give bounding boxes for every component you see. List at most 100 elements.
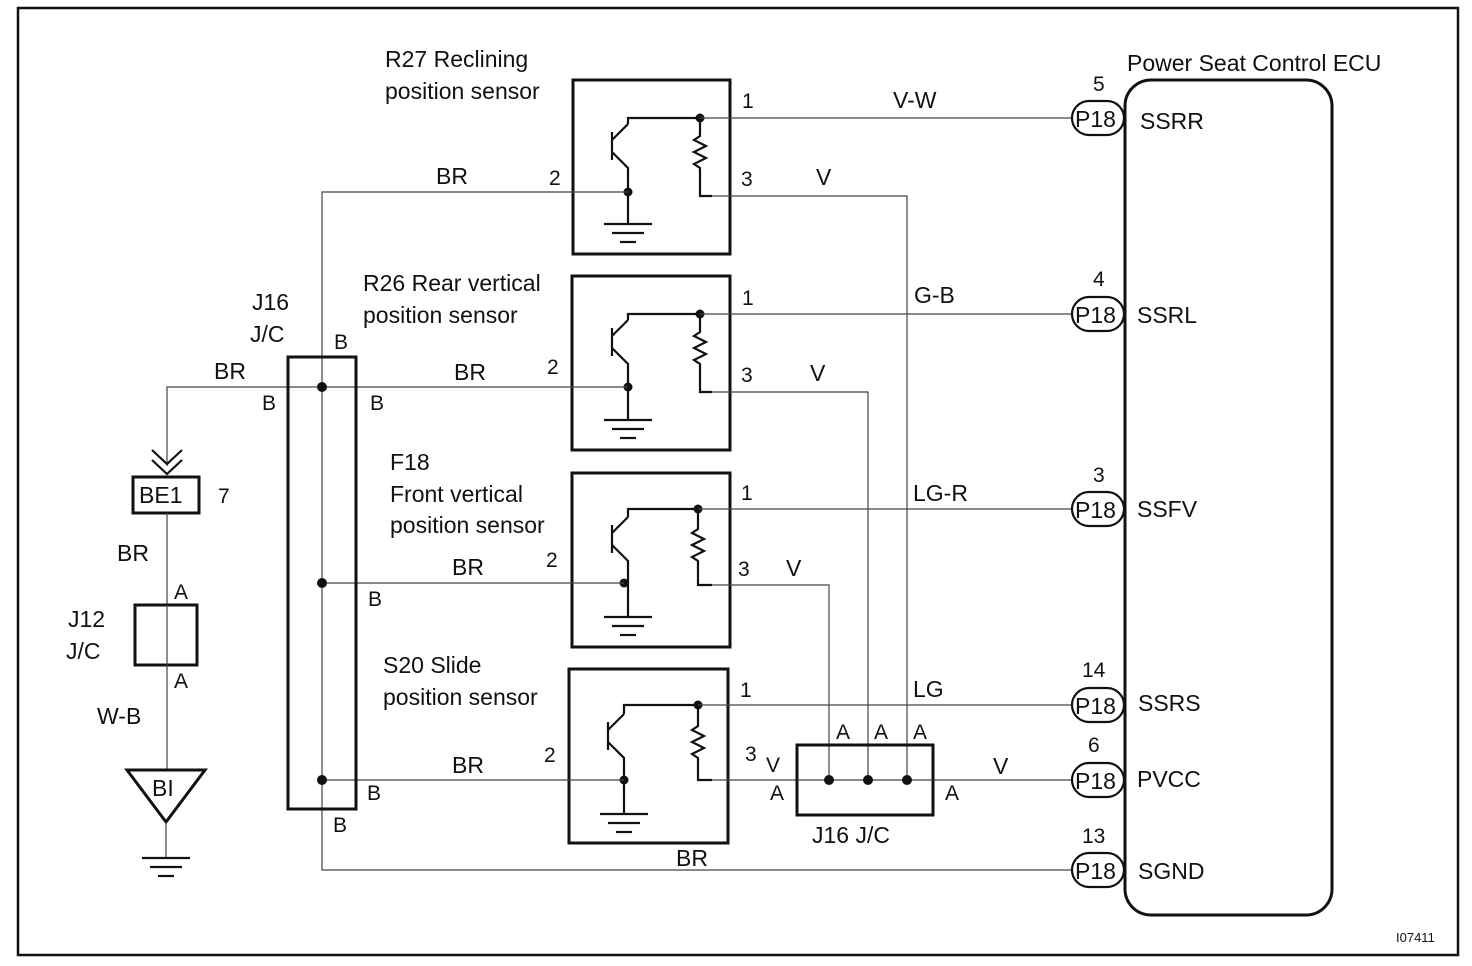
chassis-ground-icon	[142, 856, 190, 878]
be1-pin: 7	[218, 485, 230, 508]
ecu-pin-pvcc: 6	[1088, 734, 1100, 757]
jc-vcc-node-2	[863, 775, 873, 785]
wire-label-ssrl: G-B	[914, 282, 955, 308]
r26-pin1: 1	[742, 287, 754, 310]
jc-j12-name: J12	[68, 606, 105, 632]
sensor-f18-code: F18	[390, 449, 430, 475]
jc-j12-pin-bottom: A	[174, 670, 188, 693]
jc-j12-pin-top: A	[174, 581, 188, 604]
wire-label-ssrs: LG	[913, 676, 944, 702]
p18-label-5: P18	[1075, 768, 1116, 794]
ecu-terminal-ssrs: SSRS	[1138, 690, 1201, 716]
r27-vcc-wire: V	[816, 164, 832, 190]
diagram-frame	[16, 6, 1460, 957]
sensor-r27-name: R27 Reclining	[385, 46, 528, 72]
ecu-terminal-pvcc: PVCC	[1137, 766, 1201, 792]
sensor-s20-name: S20 Slide	[383, 652, 481, 678]
sensor-f18-circuit	[604, 507, 712, 637]
r27-gnd-wire: BR	[436, 163, 468, 189]
sensor-box-r26	[570, 274, 732, 452]
jc-j16-pin-top: B	[334, 331, 348, 354]
f18-gnd-wire: BR	[452, 554, 484, 580]
jc-vcc-pin-left: A	[770, 782, 784, 805]
ecu-title: Power Seat Control ECU	[1127, 50, 1381, 76]
sensor-r26-circuit	[604, 312, 712, 440]
p18-label-1: P18	[1075, 106, 1116, 132]
sensor-f18-name: Front vertical	[390, 481, 523, 507]
r26-pin2: 2	[547, 356, 559, 379]
sensor-r27-desc: position sensor	[385, 78, 540, 104]
figure-id: I07411	[1396, 930, 1435, 945]
be1-label: BE1	[139, 482, 182, 508]
ecu-box	[1123, 78, 1334, 917]
ecu-terminal-ssrl: SSRL	[1137, 302, 1197, 328]
signal-wires	[698, 117, 1072, 706]
jc-j12-box	[133, 603, 199, 667]
r27-pin2: 2	[549, 167, 561, 190]
jc-vcc-node-3	[902, 775, 912, 785]
vcc-wires	[712, 195, 1072, 781]
jc-j16-in-wire: BR	[214, 358, 246, 384]
s20-pin2: 2	[544, 744, 556, 767]
wire-label-pvcc: V	[993, 753, 1009, 779]
sensor-r26-name: R26 Rear vertical	[363, 270, 541, 296]
jc-j16-pin-r2: B	[368, 588, 382, 611]
s20-gnd-wire: BR	[452, 752, 484, 778]
jc-j16-pin-r1: B	[370, 392, 384, 415]
jc-vcc-pin-right: A	[945, 782, 959, 805]
ecu-terminal-ssfv: SSFV	[1137, 496, 1198, 522]
be1-connector-box	[131, 475, 201, 515]
p18-label-2: P18	[1075, 302, 1116, 328]
s20-pin3: 3	[745, 743, 757, 766]
ecu-pin-ssfv: 3	[1093, 464, 1105, 487]
jc-j16-pin-bottom: B	[333, 814, 347, 837]
jc-vcc-node-1	[824, 775, 834, 785]
f18-pin3: 3	[738, 558, 750, 581]
p18-label-4: P18	[1075, 693, 1116, 719]
sensor-s20-desc: position sensor	[383, 684, 538, 710]
ecu-pin-sgnd: 13	[1082, 825, 1105, 848]
r26-vcc-wire: V	[810, 360, 826, 386]
sensor-r27-circuit	[604, 116, 712, 244]
r27-pin1: 1	[742, 90, 754, 113]
jc-j16-node-3	[317, 775, 327, 785]
f18-vcc-wire: V	[786, 555, 802, 581]
wire-label-ssrr: V-W	[893, 87, 937, 113]
wire-label-sgnd: BR	[676, 845, 708, 871]
jc-j16-name: J16	[252, 289, 289, 315]
sensor-box-r27	[571, 78, 732, 256]
r27-pin3: 3	[741, 168, 753, 191]
jc-j12-type: J/C	[66, 638, 101, 664]
ecu-terminal-sgnd: SGND	[1138, 858, 1204, 884]
sensor-box-f18	[570, 471, 732, 649]
sensor-f18-desc: position sensor	[390, 512, 545, 538]
jc-j16-node-1	[317, 382, 327, 392]
jc-j16-node-2	[317, 578, 327, 588]
p18-label-6: P18	[1075, 858, 1116, 884]
f18-pin2: 2	[546, 549, 558, 572]
sensor-r26-desc: position sensor	[363, 302, 518, 328]
be1-arrow-icon	[151, 449, 183, 476]
ecu-pin-ssrr: 5	[1093, 73, 1105, 96]
sensor-s20-circuit	[600, 703, 712, 834]
p18-label-3: P18	[1075, 497, 1116, 523]
ground-wires	[166, 191, 1072, 871]
jc-vcc-in-wire: V	[766, 754, 780, 777]
s20-pin1: 1	[740, 679, 752, 702]
r26-gnd-wire: BR	[454, 359, 486, 385]
ecu-pin-ssrl: 4	[1093, 268, 1105, 291]
jc-j12-out-wire: W-B	[97, 703, 141, 729]
jc-vcc-pin-a2: A	[874, 721, 888, 744]
ecu-terminal-ssrr: SSRR	[1140, 108, 1204, 134]
ground-point-bi-label: BI	[152, 775, 174, 801]
be1-wire: BR	[117, 540, 149, 566]
jc-vcc-label: J16 J/C	[812, 822, 890, 848]
ecu-pin-ssrs: 14	[1082, 659, 1106, 682]
sensor-box-s20	[567, 667, 730, 845]
jc-vcc-pin-a3: A	[913, 721, 927, 744]
jc-j16-pin-r3: B	[367, 782, 381, 805]
ground-point-bi-icon	[124, 768, 208, 825]
p18-connectors	[1070, 99, 1126, 889]
jc-j16-ground-box	[286, 355, 358, 811]
